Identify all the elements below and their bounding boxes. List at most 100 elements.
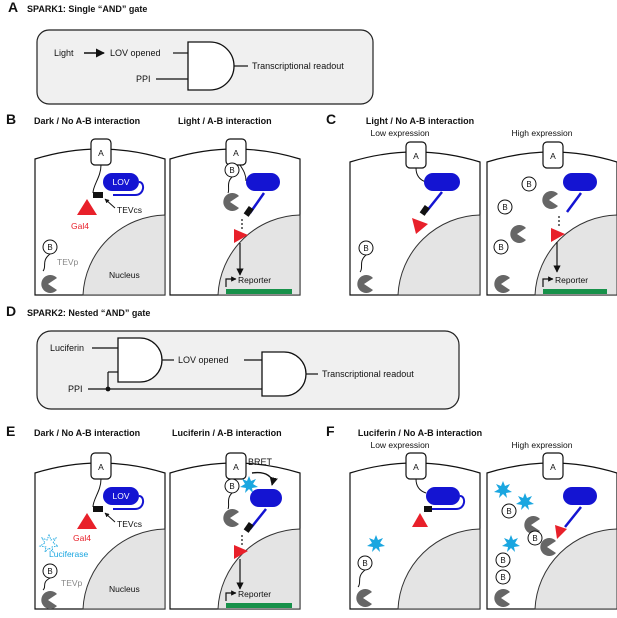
tevp-pacman: [524, 516, 540, 534]
b-linker: [357, 569, 366, 588]
lov-label: LOV: [112, 491, 129, 501]
and-gate-a: [187, 41, 235, 91]
reporter-bar: [226, 289, 292, 294]
reporter-label: Reporter: [238, 589, 271, 599]
luciferase-star: [367, 535, 385, 552]
luciferase-star: [502, 535, 520, 552]
tevcs-site: [93, 506, 103, 512]
gal4-triangle: [234, 229, 248, 243]
receptor-a-label: A: [413, 151, 419, 161]
gal4-label: Gal4: [73, 533, 91, 543]
panel-c-letter: C: [326, 111, 336, 127]
tevcs-site: [93, 192, 103, 198]
tevp-pacman: [494, 275, 510, 293]
cell-f2: A B B B B: [486, 452, 617, 610]
gal4-triangle: [234, 545, 248, 559]
light-input-label: Light: [54, 48, 74, 58]
bret-label: BRET: [248, 457, 273, 467]
protein-b-label: B: [229, 482, 234, 491]
panel-d: D SPARK2: Nested “AND” gate Luciferin LO…: [6, 303, 460, 410]
gal4-triangle: [412, 513, 428, 527]
transcriptional-readout-label-d: Transcriptional readout: [322, 369, 414, 379]
luciferin-input-label: Luciferin: [50, 343, 84, 353]
cell-c2: Reporter A B B B: [486, 141, 617, 296]
panel-a-title: SPARK1: Single “AND” gate: [27, 4, 147, 14]
lov-opened-label: LOV opened: [110, 48, 161, 58]
protein-b: [495, 569, 511, 585]
transcriptional-readout-label-a: Transcriptional readout: [252, 61, 344, 71]
ppi-input-label: PPI: [136, 74, 151, 84]
tevp-pacman: [494, 589, 510, 607]
gal4-triangle: [555, 525, 567, 539]
panel-a: A SPARK1: Single “AND” gate Light LOV op…: [8, 0, 374, 105]
tevcs-site: [243, 522, 254, 533]
lov-label: LOV: [112, 177, 129, 187]
nucleus: [397, 528, 481, 610]
junction-dot: [105, 386, 111, 392]
protein-b: [497, 199, 513, 215]
protein-b: [501, 503, 517, 519]
receptor-a-label: A: [413, 462, 419, 472]
protein-b-label: B: [526, 180, 531, 189]
reporter-bar: [226, 603, 292, 608]
cell-c1: A B: [349, 141, 481, 296]
b-linker: [359, 254, 367, 273]
lov-domain: [563, 173, 597, 191]
nucleus-label: Nucleus: [109, 584, 140, 594]
nucleus: [534, 214, 617, 296]
reporter-label: Reporter: [555, 275, 588, 285]
luciferase-star: [516, 493, 534, 510]
luciferase-outline: [38, 533, 60, 554]
cell-b1: Nucleus A LOV Gal4 TEVcs B TEVp: [34, 138, 166, 296]
lov-tail: [113, 181, 145, 196]
tevcs-site: [419, 205, 430, 216]
protein-b-label: B: [532, 534, 537, 543]
and-gate-d2: [261, 351, 307, 397]
lov-domain: [424, 173, 460, 191]
panel-f-right-sub: High expression: [512, 440, 573, 450]
gal4-triangle: [77, 513, 97, 529]
reporter-bar: [543, 289, 607, 294]
protein-b-label: B: [363, 244, 368, 253]
protein-b-label: B: [229, 166, 234, 175]
panel-f-left-sub: Low expression: [370, 440, 429, 450]
tevp-label: TEVp: [61, 578, 83, 588]
tevcs-arrow: [104, 512, 116, 523]
panel-c-right-sub: High expression: [512, 128, 573, 138]
lov-domain: [563, 487, 597, 505]
tevp-pacman: [223, 193, 239, 211]
tevcs-site: [424, 506, 432, 512]
cell-b2: Reporter A B: [169, 138, 301, 296]
luciferase-star: [240, 476, 258, 493]
protein-b: [521, 176, 537, 192]
receptor-a-label: A: [233, 462, 239, 472]
cell-e1: Nucleus A LOV Gal4 TEVcs Luciferase B TE…: [34, 452, 166, 610]
panel-c-left-sub: Low expression: [370, 128, 429, 138]
tevcs-label: TEVcs: [117, 205, 142, 215]
tevcs-label: TEVcs: [117, 519, 142, 529]
lov-opened-label-d: LOV opened: [178, 355, 229, 365]
panel-e-letter: E: [6, 423, 15, 439]
panel-f-letter: F: [326, 423, 335, 439]
b-linker: [227, 492, 233, 510]
lov-tail: [113, 495, 145, 510]
lov-tail: [564, 506, 582, 528]
tevp-label: TEVp: [57, 257, 79, 267]
nucleus: [397, 214, 481, 296]
panel-b-letter: B: [6, 111, 16, 127]
receptor-a-label: A: [233, 148, 239, 158]
tevcs-site: [243, 206, 254, 217]
gal4-label: Gal4: [71, 221, 89, 231]
nucleus: [534, 528, 617, 610]
gal4-triangle: [551, 228, 565, 242]
a-linker: [239, 164, 247, 182]
panel-f-title: Luciferin / No A-B interaction: [358, 428, 482, 438]
protein-b-label: B: [500, 556, 505, 565]
nucleus: [82, 214, 166, 296]
panel-c-title: Light / No A-B interaction: [366, 116, 474, 126]
reporter-promoter-arrow: [542, 276, 554, 287]
receptor-a-label: A: [550, 151, 556, 161]
panel-e-left-title: Dark / No A-B interaction: [34, 428, 140, 438]
lov-domain: [103, 487, 139, 505]
